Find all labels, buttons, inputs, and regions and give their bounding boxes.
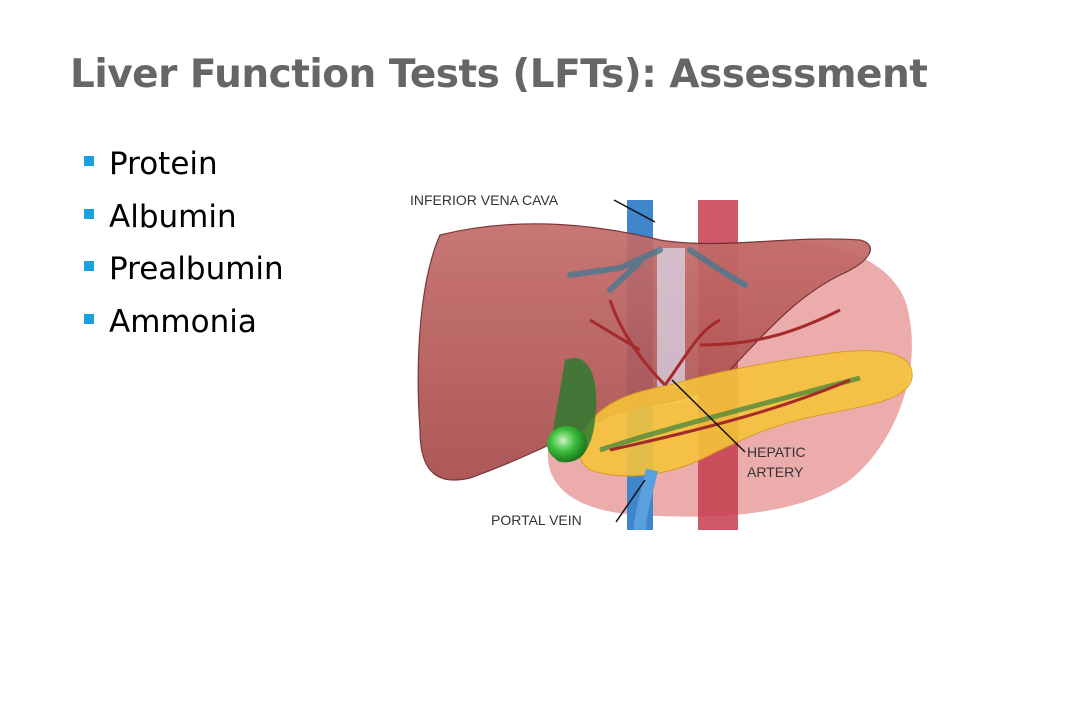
hepatic-veins <box>567 247 748 293</box>
bullet-text: Protein <box>109 146 218 183</box>
label-inferior-vena-cava: INFERIOR VENA CAVA <box>410 192 559 208</box>
bullet-item: Albumin <box>84 191 284 244</box>
bullet-text: Prealbumin <box>109 251 284 288</box>
label-portal-vein: PORTAL VEIN <box>491 512 582 528</box>
bullet-item: Ammonia <box>84 296 284 349</box>
bullet-square-icon <box>84 208 94 219</box>
bullet-square-icon <box>84 261 94 272</box>
pancreas-shape <box>578 350 913 477</box>
label-artery: ARTERY <box>747 464 804 480</box>
bullet-text: Albumin <box>109 198 237 235</box>
slide-title: Liver Function Tests (LFTs): Assessment <box>70 52 928 97</box>
bullet-item: Prealbumin <box>84 243 284 296</box>
bullet-square-icon <box>84 313 94 324</box>
leader-lines <box>613 199 746 523</box>
hepatic-artery-branches <box>589 299 851 452</box>
bullet-text: Ammonia <box>109 303 257 340</box>
label-hepatic: HEPATIC <box>747 444 806 460</box>
bullet-list: Protein Albumin Prealbumin Ammonia <box>84 138 284 348</box>
bullet-square-icon <box>84 156 94 167</box>
bullet-item: Protein <box>84 138 284 191</box>
